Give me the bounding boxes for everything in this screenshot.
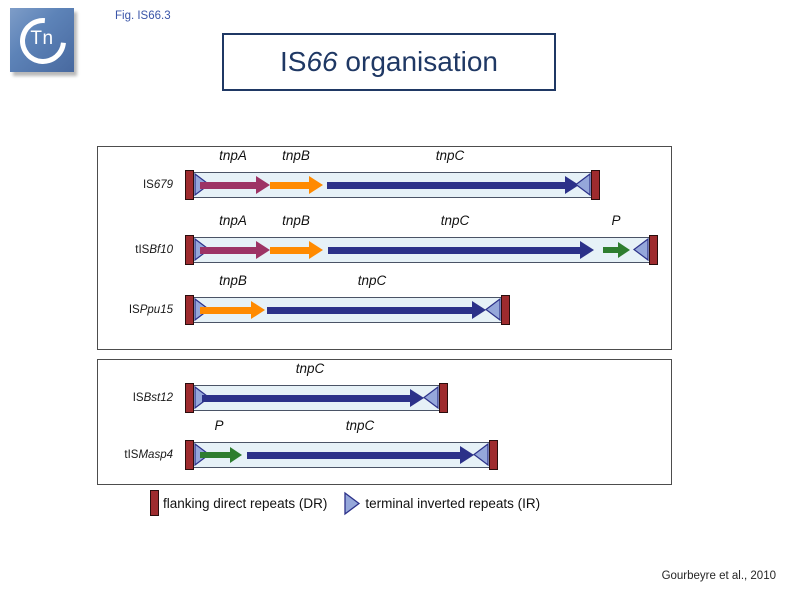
is-element-bar-tISMasp4 — [185, 440, 498, 470]
gene-arrow-P — [200, 447, 242, 463]
is-element-bar-IS679 — [185, 170, 600, 200]
gene-arrow-tnpC — [202, 389, 424, 407]
gene-arrow-tnpC — [267, 301, 486, 319]
dr-block-right — [591, 170, 600, 200]
dr-legend-swatch — [150, 490, 159, 516]
gene-label-tnpC: tnpC — [440, 213, 470, 228]
gene-label-tnpC: tnpC — [357, 273, 387, 288]
dr-block-left — [185, 170, 194, 200]
element-label-ISBst12: ISBst12 — [132, 392, 173, 404]
tn-database-logo[interactable]: Tn — [10, 8, 76, 74]
page-title: IS66 organisation — [280, 46, 498, 77]
gene-arrow-tnpC — [247, 446, 474, 464]
gene-arrow-tnpA — [200, 241, 270, 259]
title-box: IS66 organisation — [222, 33, 556, 91]
dr-block-right — [649, 235, 658, 265]
gene-label-tnpB: tnpB — [282, 148, 310, 163]
gene-arrow-P — [603, 242, 630, 258]
dr-block-left — [185, 235, 194, 265]
citation: Gourbeyre et al., 2010 — [661, 570, 776, 582]
is-element-bar-ISPpu15 — [185, 295, 510, 325]
gene-label-P: P — [611, 213, 621, 228]
gene-arrow-tnpB — [270, 176, 323, 194]
ir-triangle-right-icon — [485, 298, 501, 321]
ir-triangle-right-icon — [423, 386, 439, 409]
element-label-tISMasp4: tISMasp4 — [124, 449, 173, 461]
gene-label-tnpB: tnpB — [282, 213, 310, 228]
is-element-bar-ISBst12 — [185, 383, 448, 413]
ir-legend-label: terminal inverted repeats (IR) — [365, 495, 541, 511]
figure-number-label: Fig. IS66.3 — [115, 10, 171, 22]
dr-block-right — [501, 295, 510, 325]
gene-arrow-tnpC — [328, 241, 594, 259]
element-label-ISPpu15: ISPpu15 — [128, 304, 173, 316]
gene-arrow-tnpB — [270, 241, 323, 259]
dr-block-left — [185, 383, 194, 413]
dr-block-left — [185, 440, 194, 470]
element-label-tISBf10: tISBf10 — [135, 244, 173, 256]
ir-triangle-icon — [344, 491, 361, 515]
ir-triangle-right-icon — [575, 173, 591, 196]
ir-triangle-right-icon — [473, 443, 489, 466]
dr-block-left — [185, 295, 194, 325]
dr-legend-label: flanking direct repeats (DR) — [163, 495, 328, 511]
gene-label-tnpB: tnpB — [219, 273, 247, 288]
logo-tn-text: Tn — [30, 28, 54, 49]
gene-label-tnpC: tnpC — [345, 418, 375, 433]
element-label-IS679: IS679 — [142, 179, 173, 191]
gene-label-tnpA: tnpA — [219, 148, 247, 163]
ir-legend-swatch — [343, 491, 361, 516]
gene-arrow-tnpB — [200, 301, 265, 319]
gene-label-P: P — [214, 418, 224, 433]
is-element-bar-tISBf10 — [185, 235, 658, 265]
dr-block-right — [439, 383, 448, 413]
gene-arrow-tnpA — [200, 176, 270, 194]
gene-label-tnpC: tnpC — [295, 361, 325, 376]
gene-label-tnpA: tnpA — [219, 213, 247, 228]
ir-triangle-right-icon — [633, 238, 649, 261]
gene-label-tnpC: tnpC — [435, 148, 465, 163]
gene-arrow-tnpC — [327, 176, 579, 194]
dr-block-right — [489, 440, 498, 470]
legend: flanking direct repeats (DR) terminal in… — [150, 490, 540, 516]
